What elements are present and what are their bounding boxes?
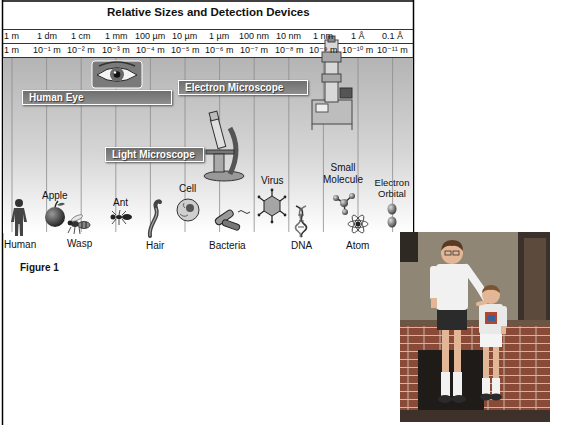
scale-power: 10⁻³ m xyxy=(102,45,130,55)
ant-picture xyxy=(111,210,133,225)
dna-picture xyxy=(295,206,306,237)
scale-unit: 10 µm xyxy=(172,31,197,41)
hair-picture xyxy=(150,201,160,236)
scale-unit: 1 mm xyxy=(105,31,128,41)
scale-background xyxy=(3,57,413,233)
frame xyxy=(2,0,414,425)
scale-unit: 1 µm xyxy=(209,31,229,41)
band-label: Human Eye xyxy=(23,92,89,103)
wasp-picture xyxy=(68,213,90,234)
scale-power: 10⁻⁶ m xyxy=(205,45,233,55)
eye-picture xyxy=(92,61,142,88)
item-label: Small Molecule xyxy=(317,162,369,185)
band-label: Light Microscope xyxy=(106,149,201,160)
scale-unit: 0.1 Å xyxy=(382,31,403,41)
scale-power: 10⁻⁷ m xyxy=(240,45,268,55)
band-label: Electron Microscope xyxy=(179,82,289,93)
scale-power: 10⁻¹ m xyxy=(33,45,61,55)
item-label: Bacteria xyxy=(209,240,246,252)
figure-label: Figure 1 xyxy=(20,262,59,274)
scale-unit: 1 m xyxy=(4,31,19,41)
detection-band: Electron Microscope xyxy=(178,80,308,95)
diagram-title: Relative Sizes and Detection Devices xyxy=(107,6,310,19)
orbital-picture xyxy=(388,204,397,228)
item-label: Atom xyxy=(346,240,369,252)
apple-picture xyxy=(45,201,65,227)
atom-picture xyxy=(348,214,368,235)
item-label: Hair xyxy=(146,240,164,252)
item-label: Human xyxy=(4,239,36,251)
younger-boy xyxy=(478,285,507,401)
scale-unit: 1 dm xyxy=(37,31,57,41)
scale-power: 10⁻⁹ m xyxy=(309,45,338,55)
older-boy xyxy=(430,240,486,403)
scale-unit: 1 nm xyxy=(313,31,333,41)
human-figure xyxy=(11,199,27,236)
item-label: Electron Orbital xyxy=(371,178,413,200)
scale-power: 10⁻¹¹ m xyxy=(377,45,408,55)
item-label: Wasp xyxy=(67,238,92,250)
scale-unit: 100 µm xyxy=(135,31,165,41)
scale-power: 10⁻⁸ m xyxy=(275,45,304,55)
cell-picture xyxy=(177,199,199,221)
scale-power: 1 m xyxy=(4,45,19,55)
scale-rules xyxy=(3,30,413,58)
scale-power: 10⁻⁵ m xyxy=(171,45,200,55)
scale-power: 10⁻¹⁰ m xyxy=(342,45,373,55)
scale-unit: 1 Å xyxy=(351,31,365,41)
scale-power: 10⁻⁴ m xyxy=(136,45,165,55)
item-label: Cell xyxy=(179,183,196,195)
light-microscope-picture xyxy=(204,111,244,181)
scale-unit: 10 nm xyxy=(276,31,301,41)
scale-unit: 1 cm xyxy=(71,31,91,41)
bacteria-picture xyxy=(214,209,250,231)
boys-photo xyxy=(400,232,550,422)
item-label: DNA xyxy=(291,240,312,252)
item-label: Virus xyxy=(261,175,284,187)
item-label: Apple xyxy=(42,190,68,202)
item-label: Ant xyxy=(113,197,128,209)
scale-unit: 100 nm xyxy=(239,31,269,41)
virus-picture xyxy=(258,189,287,224)
detection-band: Light Microscope xyxy=(105,147,204,162)
molecule-picture xyxy=(333,193,355,215)
scale-power: 10⁻² m xyxy=(67,45,95,55)
detection-band: Human Eye xyxy=(22,90,172,105)
